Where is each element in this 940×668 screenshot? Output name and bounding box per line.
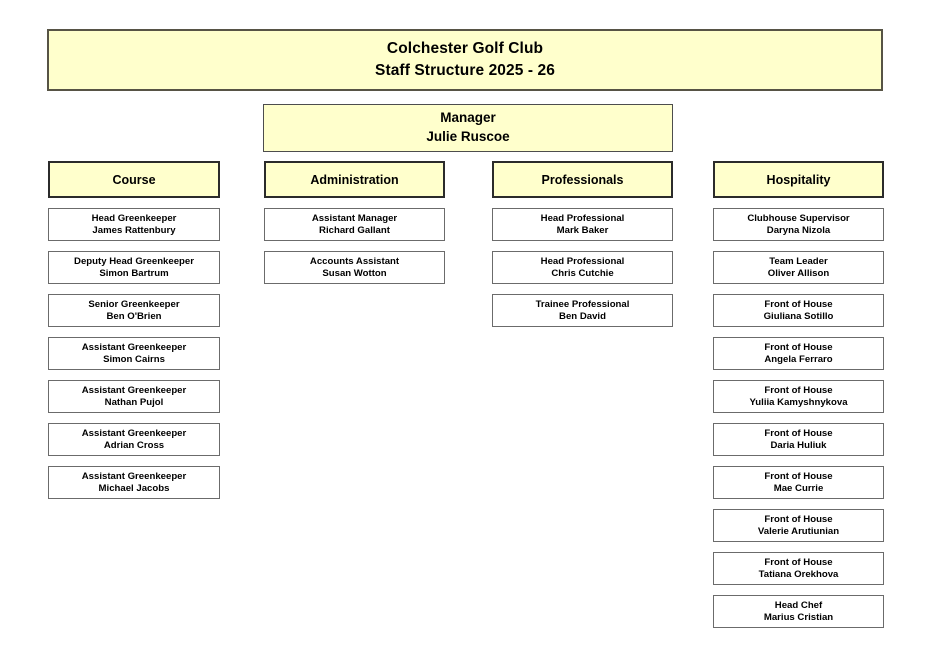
staff-role: Front of House <box>764 513 833 525</box>
staff-name: Tatiana Orekhova <box>758 568 839 580</box>
column-header-professionals: Professionals <box>492 161 673 198</box>
column-header-hospitality: Hospitality <box>713 161 884 198</box>
staff-role: Front of House <box>764 384 833 396</box>
staff-name: Simon Cairns <box>103 353 165 365</box>
staff-name: Adrian Cross <box>103 439 165 451</box>
staff-role: Senior Greenkeeper <box>88 298 180 310</box>
staff-name: Oliver Allison <box>767 267 830 279</box>
staff-role: Front of House <box>764 470 833 482</box>
staff-role: Deputy Head Greenkeeper <box>74 255 194 267</box>
chart-title-line-2: Staff Structure 2025 - 26 <box>375 62 555 79</box>
staff-name: Marius Cristian <box>763 611 834 623</box>
chart-title-line-1: Colchester Golf Club <box>386 39 544 57</box>
manager-name: Julie Ruscoe <box>426 129 510 144</box>
staff-role: Team Leader <box>769 255 828 267</box>
staff-name: Daryna Nizola <box>766 224 831 236</box>
staff-name: Mark Baker <box>556 224 609 236</box>
column-header-course: Course <box>48 161 220 198</box>
staff-role: Head Professional <box>540 255 625 267</box>
staff-name: Chris Cutchie <box>551 267 614 279</box>
staff-name: James Rattenbury <box>92 224 176 236</box>
staff-role: Head Greenkeeper <box>91 212 177 224</box>
column-header-administration: Administration <box>264 161 445 198</box>
staff-name: Nathan Pujol <box>104 396 164 408</box>
staff-name: Angela Ferraro <box>764 353 833 365</box>
staff-role: Assistant Greenkeeper <box>81 427 187 439</box>
staff-role: Assistant Greenkeeper <box>81 384 187 396</box>
staff-role: Clubhouse Supervisor <box>747 212 850 224</box>
staff-role: Front of House <box>764 298 833 310</box>
staff-name: Mae Currie <box>773 482 824 494</box>
staff-name: Ben David <box>559 310 606 322</box>
staff-name: Yuliia Kamyshnykova <box>749 396 848 408</box>
staff-name: Ben O'Brien <box>106 310 162 322</box>
chart-title-box: Colchester Golf Club Staff Structure 202… <box>47 29 883 91</box>
staff-role: Head Chef <box>774 599 823 611</box>
staff-role: Assistant Manager <box>311 212 398 224</box>
manager-role: Manager <box>440 110 496 126</box>
staff-role: Front of House <box>764 427 833 439</box>
manager-box: Manager Julie Ruscoe <box>263 104 673 152</box>
staff-role: Head Professional <box>540 212 625 224</box>
staff-name: Simon Bartrum <box>99 267 169 279</box>
staff-role: Front of House <box>764 556 833 568</box>
staff-role: Assistant Greenkeeper <box>81 341 187 353</box>
staff-name: Susan Wotton <box>322 267 387 279</box>
staff-name: Richard Gallant <box>319 224 390 236</box>
staff-role: Trainee Professional <box>535 298 630 310</box>
staff-role: Front of House <box>764 341 833 353</box>
staff-role: Assistant Greenkeeper <box>81 470 187 482</box>
staff-name: Daria Huliuk <box>770 439 827 451</box>
staff-name: Valerie Arutiunian <box>757 525 840 537</box>
staff-name: Michael Jacobs <box>98 482 170 494</box>
staff-name: Giuliana Sotillo <box>763 310 834 322</box>
staff-role: Accounts Assistant <box>309 255 400 267</box>
